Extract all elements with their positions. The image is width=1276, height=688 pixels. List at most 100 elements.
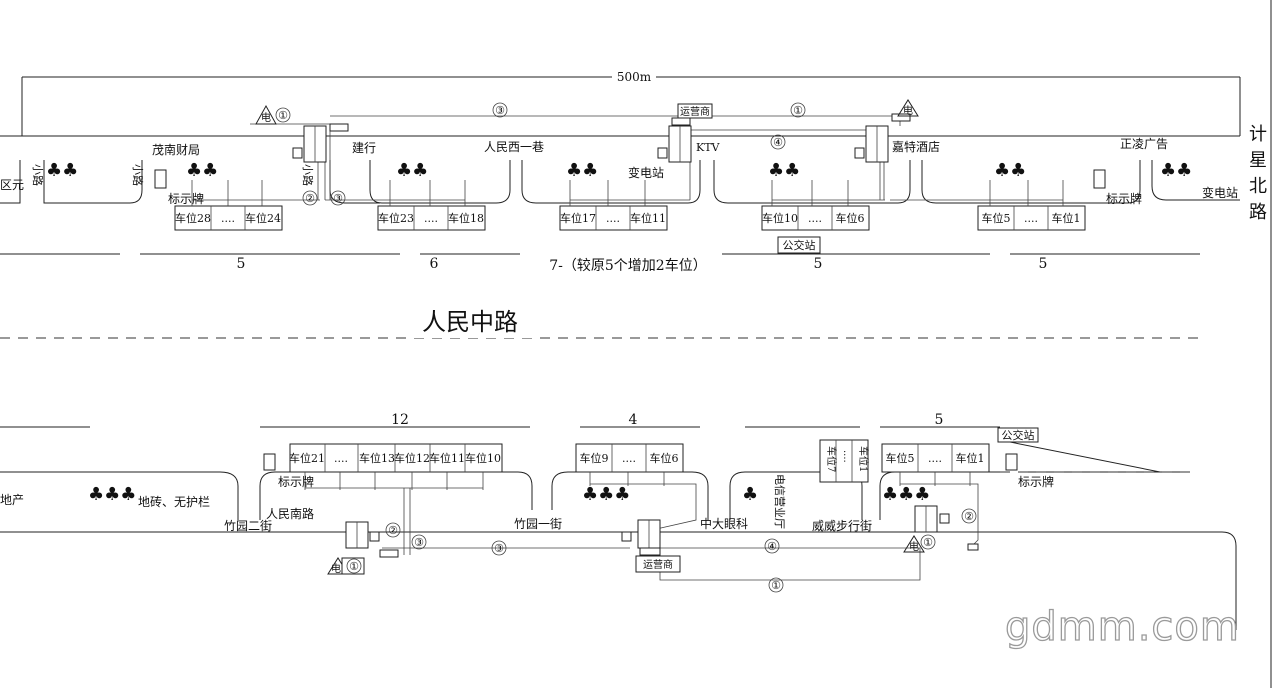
north-count-labels: 5 6 7-（较原5个增加2车位） 5 5 xyxy=(237,256,1048,274)
svg-text:①: ① xyxy=(793,104,803,117)
svg-text:♣♣: ♣♣ xyxy=(46,160,78,181)
svg-text:③: ③ xyxy=(495,104,505,117)
north-count: 7-（较原5个增加2车位） xyxy=(549,257,706,274)
north-count: 5 xyxy=(1039,256,1048,272)
space-label: 车位5 xyxy=(982,211,1011,225)
svg-text:④: ④ xyxy=(773,136,783,149)
power-source-icon: 电 xyxy=(255,104,277,125)
svg-text:②: ② xyxy=(964,510,974,523)
space-label: 车位24 xyxy=(245,211,281,225)
north-charging-cabinet xyxy=(854,113,911,163)
south-curb-diagonal xyxy=(999,439,1161,473)
place-label: 标示牌 xyxy=(278,475,314,489)
svg-text:♣♣: ♣♣ xyxy=(994,160,1026,181)
svg-text:♣♣: ♣♣ xyxy=(1160,160,1192,181)
south-count: 4 xyxy=(629,412,638,428)
place-label: 小路 xyxy=(131,164,144,186)
south-parking-group: 车位21 .... 车位13 车位12 车位11 车位10 xyxy=(289,443,503,473)
place-label: 人民南路 xyxy=(266,506,314,521)
south-count-labels: 12 4 5 xyxy=(391,412,943,428)
svg-text:①: ① xyxy=(278,109,288,122)
svg-text:③: ③ xyxy=(494,542,504,555)
road-main-label: 人民中路 xyxy=(422,308,518,336)
svg-text:♣♣♣: ♣♣♣ xyxy=(582,484,630,505)
svg-text:路: 路 xyxy=(1249,202,1267,223)
space-label: 车位9 xyxy=(580,451,609,465)
power-source-icon: 电 xyxy=(897,99,919,117)
space-label: 车位12 xyxy=(394,451,430,465)
place-label: 正凌广告 xyxy=(1120,137,1168,151)
place-label: 中大眼科 xyxy=(700,516,748,531)
svg-text:电: 电 xyxy=(331,562,341,575)
space-dots: .... xyxy=(1024,212,1038,225)
north-parking-group: 车位10 .... 车位6 xyxy=(761,205,870,231)
north-charging-cabinet xyxy=(292,123,349,163)
south-charging-cabinet xyxy=(621,519,661,556)
south-charger-cables xyxy=(304,472,979,581)
space-label: 车位6 xyxy=(650,451,679,465)
space-dots: .... xyxy=(606,212,620,225)
place-label: 标示牌 xyxy=(1106,192,1142,206)
place-label: 地产 xyxy=(0,493,24,507)
space-dots: .... xyxy=(334,452,348,465)
place-label: 公交站 xyxy=(1002,428,1035,442)
svg-text:电: 电 xyxy=(909,540,919,553)
place-label: 茂南财局 xyxy=(152,142,200,157)
svg-text:运营商: 运营商 xyxy=(680,105,710,118)
space-label: 车位18 xyxy=(448,211,484,225)
space-label: 车位17 xyxy=(560,211,596,225)
place-label: 小路 xyxy=(301,164,314,186)
svg-text:星: 星 xyxy=(1249,150,1267,171)
space-label: 车位1 xyxy=(857,446,870,472)
svg-text:♣♣: ♣♣ xyxy=(186,160,218,181)
south-charging-cabinet xyxy=(345,521,399,558)
svg-text:♣♣: ♣♣ xyxy=(566,160,598,181)
space-dots: .... xyxy=(622,452,636,465)
place-label: 建行 xyxy=(352,141,376,155)
place-label: 标示牌 xyxy=(168,192,204,206)
svg-text:③: ③ xyxy=(333,192,343,205)
place-label: 地砖、无护栏 xyxy=(138,494,210,509)
south-count: 5 xyxy=(935,412,944,428)
north-parking-group: 车位23 .... 车位18 xyxy=(377,205,486,231)
svg-text:♣♣♣: ♣♣♣ xyxy=(882,484,930,505)
place-label: 电信营业厅 xyxy=(773,474,787,529)
north-count: 5 xyxy=(814,256,823,272)
svg-text:①: ① xyxy=(771,579,781,592)
watermark: gdmm.com xyxy=(1005,604,1240,650)
place-label: 公交站 xyxy=(783,238,816,252)
space-label: 车位11 xyxy=(630,211,666,225)
dimension-label: 500m xyxy=(617,70,652,84)
side-road-label: 计 星 北 路 xyxy=(1249,124,1267,223)
south-building-line xyxy=(0,531,1237,630)
place-label: 标示牌 xyxy=(1018,475,1054,489)
space-dots: .... xyxy=(841,450,852,463)
svg-text:④: ④ xyxy=(767,540,777,553)
place-label: 竹园一街 xyxy=(514,517,562,531)
svg-text:②: ② xyxy=(388,524,398,537)
svg-text:♣♣♣: ♣♣♣ xyxy=(88,484,136,505)
space-label: 车位21 xyxy=(289,451,325,465)
svg-text:电: 电 xyxy=(261,111,271,124)
place-label: 小路 xyxy=(31,164,44,186)
south-charging-cabinet xyxy=(914,505,979,551)
power-source-icon: 电 xyxy=(903,535,925,553)
power-source-icon: 电 xyxy=(327,557,365,575)
circle-markers: ① ③ ① ④ ② ③ xyxy=(275,102,806,206)
place-label: KTV xyxy=(696,141,721,154)
south-count: 12 xyxy=(391,412,409,428)
north-charger-cables xyxy=(191,180,1064,206)
svg-text:①: ① xyxy=(349,560,359,573)
place-label: 威威步行街 xyxy=(812,519,872,533)
north-count: 6 xyxy=(430,256,439,272)
space-dots: .... xyxy=(221,212,235,225)
space-label: 车位10 xyxy=(762,211,798,225)
place-label: 区元 xyxy=(0,178,24,192)
svg-text:②: ② xyxy=(305,192,315,205)
space-label: 车位23 xyxy=(378,211,414,225)
space-dots: .... xyxy=(928,452,942,465)
svg-text:电: 电 xyxy=(903,104,913,117)
south-parking-group: 车位9 .... 车位6 xyxy=(575,443,684,473)
space-label: 车位28 xyxy=(175,211,211,225)
